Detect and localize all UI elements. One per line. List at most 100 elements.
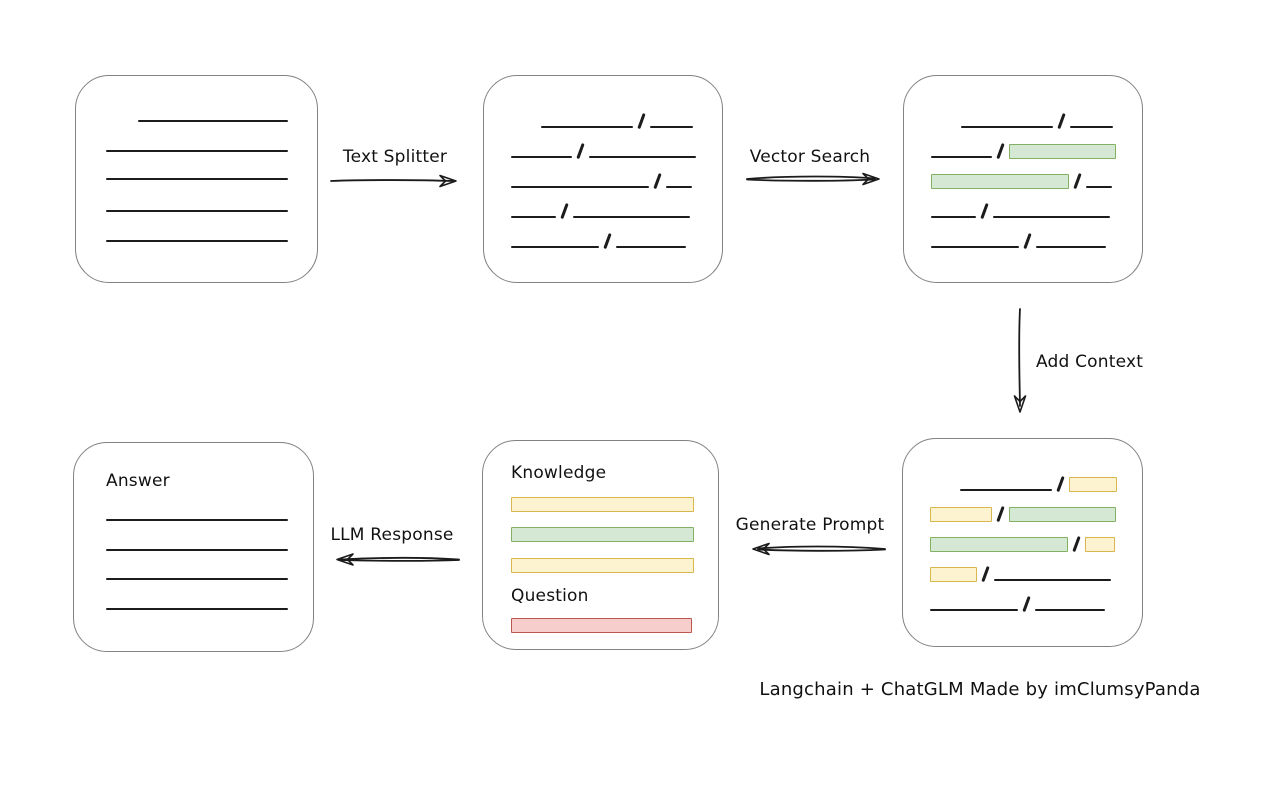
text-line bbox=[1035, 246, 1106, 248]
slash-separator bbox=[576, 143, 585, 159]
content-row bbox=[930, 491, 1142, 522]
text-line bbox=[588, 156, 696, 158]
content-row bbox=[511, 218, 722, 249]
content-row bbox=[930, 461, 1142, 492]
yellow-chunk-bar bbox=[511, 558, 694, 573]
indent-spacer bbox=[930, 490, 960, 491]
content-row bbox=[930, 551, 1142, 582]
content-row bbox=[931, 218, 1142, 249]
section-label: Answer bbox=[106, 471, 170, 491]
text-line bbox=[511, 156, 572, 158]
llm-response-label: LLM Response bbox=[330, 525, 454, 545]
yellow-chunk-bar bbox=[930, 567, 977, 582]
context-chunks-content bbox=[903, 439, 1142, 612]
slash-separator bbox=[637, 113, 646, 129]
content-row: Knowledge bbox=[511, 451, 718, 483]
context-chunks-box bbox=[902, 438, 1143, 647]
yellow-chunk-bar bbox=[511, 497, 694, 512]
slash-separator bbox=[1023, 233, 1032, 249]
slash-separator bbox=[996, 506, 1005, 522]
answer-content: Answer bbox=[74, 443, 313, 610]
text-line bbox=[961, 126, 1053, 128]
text-line bbox=[1069, 126, 1113, 128]
slash-separator bbox=[1072, 536, 1081, 552]
content-row bbox=[106, 92, 317, 122]
slash-separator bbox=[560, 203, 569, 219]
slash-separator bbox=[981, 566, 990, 582]
section-label: Question bbox=[511, 586, 589, 606]
text-line bbox=[106, 150, 288, 152]
text-line bbox=[541, 126, 633, 128]
credit-text: Langchain + ChatGLM Made by imClumsyPand… bbox=[759, 679, 1201, 700]
content-row bbox=[930, 581, 1142, 612]
slash-separator bbox=[603, 233, 612, 249]
content-row bbox=[931, 98, 1142, 129]
green-chunk-bar bbox=[511, 527, 694, 542]
content-row: Question bbox=[511, 572, 718, 606]
content-row bbox=[106, 580, 313, 610]
yellow-chunk-bar bbox=[1068, 477, 1117, 492]
generate-prompt-arrow-icon bbox=[752, 542, 886, 556]
indent-spacer bbox=[106, 121, 138, 122]
vector-search-arrow-icon bbox=[746, 172, 880, 186]
text-line bbox=[992, 216, 1110, 218]
split-chunks-content bbox=[484, 76, 722, 249]
matched-chunks-content bbox=[904, 76, 1142, 249]
text-line bbox=[665, 186, 692, 188]
content-row bbox=[511, 188, 722, 219]
content-row bbox=[930, 521, 1142, 552]
slash-separator bbox=[1073, 173, 1082, 189]
slash-separator bbox=[1022, 596, 1031, 612]
slash-separator bbox=[996, 143, 1005, 159]
content-row bbox=[106, 521, 313, 551]
text-line bbox=[511, 186, 649, 188]
yellow-chunk-bar bbox=[930, 507, 992, 522]
content-row bbox=[511, 541, 718, 573]
text-line bbox=[106, 210, 288, 212]
yellow-chunk-bar bbox=[1084, 537, 1115, 552]
text-splitter-arrow-icon bbox=[330, 174, 457, 188]
content-row bbox=[511, 98, 722, 129]
content-row bbox=[106, 491, 313, 521]
source-document-content bbox=[76, 76, 317, 242]
text-line bbox=[511, 216, 556, 218]
text-line bbox=[931, 156, 992, 158]
text-line bbox=[106, 549, 288, 551]
text-line bbox=[931, 246, 1019, 248]
text-splitter-label: Text Splitter bbox=[342, 147, 448, 167]
add-context-arrow-icon bbox=[1013, 308, 1027, 413]
content-row bbox=[511, 511, 718, 542]
text-line bbox=[615, 246, 686, 248]
green-chunk-bar bbox=[1008, 144, 1116, 159]
text-line bbox=[572, 216, 690, 218]
content-row bbox=[511, 158, 722, 189]
source-document-box bbox=[75, 75, 318, 283]
text-line bbox=[106, 578, 288, 580]
content-row bbox=[511, 128, 722, 159]
green-chunk-bar bbox=[930, 537, 1068, 552]
text-line bbox=[511, 246, 599, 248]
text-line bbox=[106, 178, 288, 180]
add-context-label: Add Context bbox=[1036, 352, 1144, 372]
text-line bbox=[993, 579, 1111, 581]
content-row bbox=[931, 158, 1142, 189]
section-label: Knowledge bbox=[511, 463, 607, 483]
content-row bbox=[106, 122, 317, 152]
content-row bbox=[931, 128, 1142, 159]
content-row bbox=[511, 606, 718, 633]
text-line bbox=[930, 609, 1018, 611]
content-row bbox=[511, 483, 718, 512]
text-line bbox=[138, 120, 288, 122]
content-row: Answer bbox=[106, 453, 313, 491]
content-row bbox=[106, 180, 317, 212]
green-chunk-bar bbox=[1008, 507, 1116, 522]
text-line bbox=[106, 240, 288, 242]
slash-separator bbox=[1056, 476, 1065, 492]
slash-separator bbox=[980, 203, 989, 219]
text-line bbox=[1034, 609, 1105, 611]
text-line bbox=[649, 126, 693, 128]
generate-prompt-label: Generate Prompt bbox=[735, 515, 885, 535]
content-row bbox=[931, 188, 1142, 219]
